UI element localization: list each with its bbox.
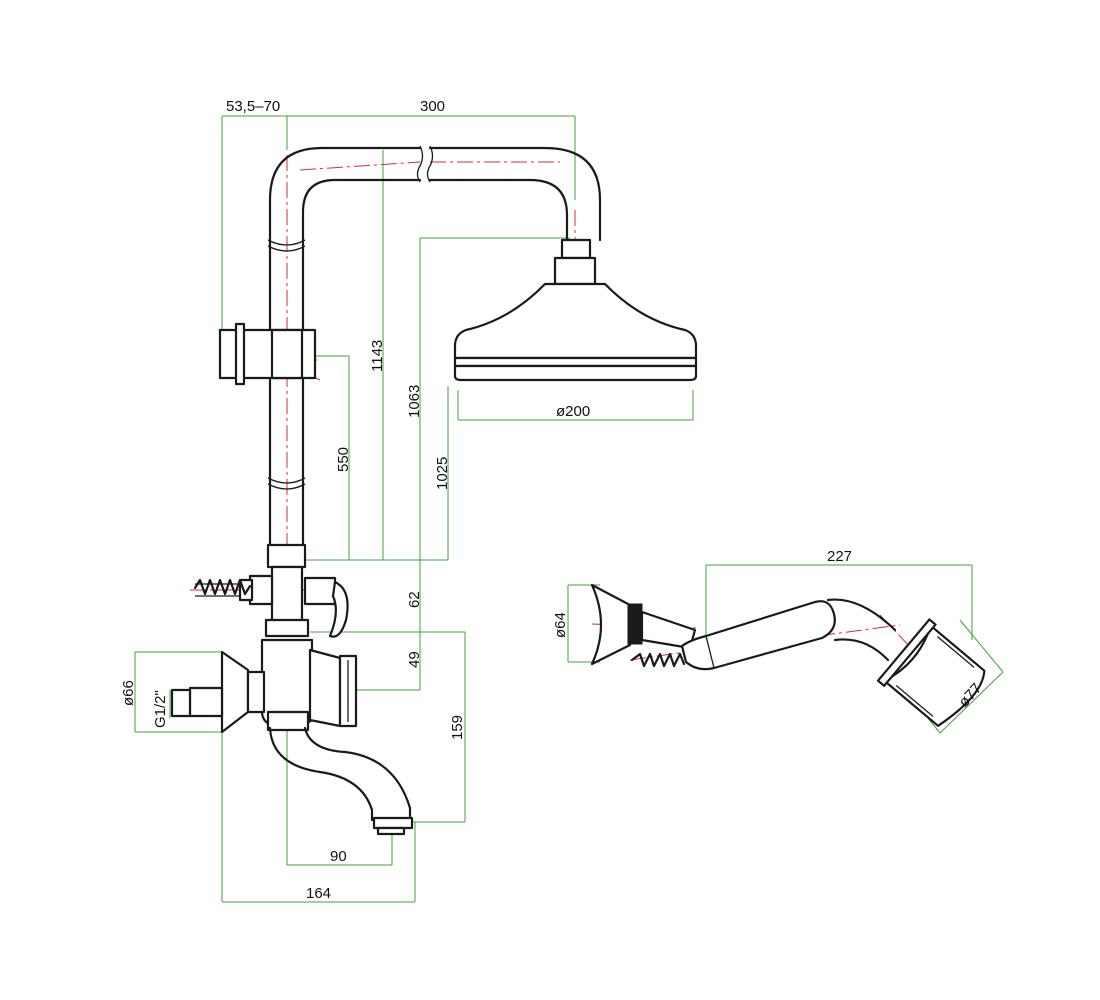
dim-spout-reach: 90 <box>330 848 347 865</box>
dim-outlet-height: 1025 <box>434 457 451 490</box>
dim-wall-distance: 53,5–70 <box>226 98 280 115</box>
dimension-lines <box>134 115 1004 903</box>
hand-shower <box>590 583 986 727</box>
dim-head-height: 1063 <box>406 385 423 418</box>
shower-head <box>453 238 698 382</box>
dim-overhead-height: 1143 <box>369 340 386 372</box>
slider-bracket <box>218 322 317 386</box>
dimension-labels: 53,5–70 300 1143 1063 ø200 550 1025 62 4… <box>120 98 985 902</box>
dim-total-depth: 164 <box>306 885 331 902</box>
dim-diverter-height: 62 <box>406 591 423 608</box>
dim-spout-drop: 159 <box>449 715 466 740</box>
dim-head-diameter: ø200 <box>556 403 590 420</box>
riser-pipe <box>267 145 602 547</box>
dim-rose-diameter: ø66 <box>120 680 137 706</box>
dim-thread: G1/2" <box>152 690 169 728</box>
bath-spout <box>268 726 414 836</box>
dim-slider-height: 550 <box>335 447 352 472</box>
dim-hand-length: 227 <box>827 548 852 565</box>
dim-hand-base-diameter: ø64 <box>552 612 569 638</box>
dim-inlet-offset: 49 <box>406 651 423 668</box>
diverter-body <box>170 543 358 734</box>
dim-arm-projection: 300 <box>420 98 445 115</box>
